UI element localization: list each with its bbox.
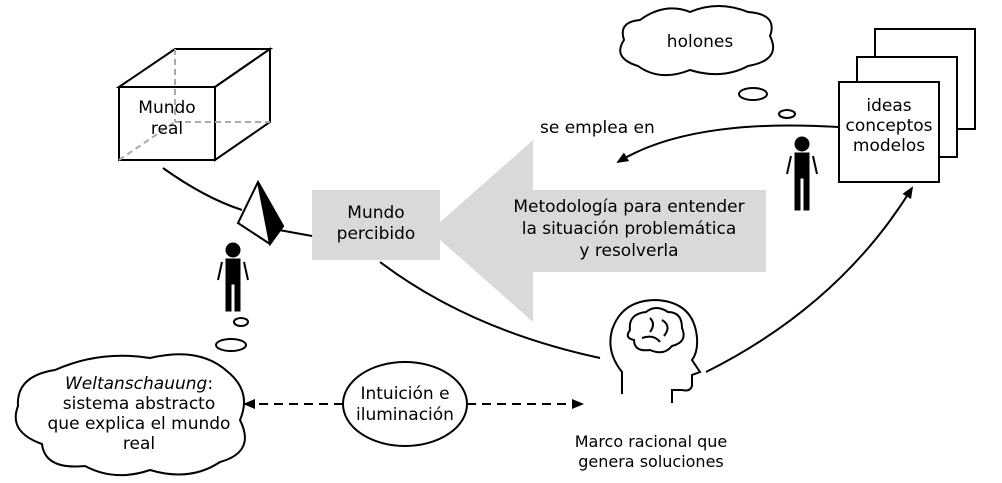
rational-frame-line1: Marco racional que [574, 432, 728, 451]
thought-bubble-dot [233, 317, 249, 327]
cube-label-line1: Mundo [138, 98, 196, 118]
weltanschauung-line2: sistema abstracto [62, 394, 216, 414]
models-line2: conceptos [845, 116, 933, 136]
intuition-line2: iluminación [356, 405, 454, 425]
cube-icon [115, 47, 274, 162]
weltanschauung-line4: real [122, 434, 156, 454]
cube-to-prism-line [162, 167, 243, 211]
weltanschauung-label: Weltanschauung: sistema abstracto que ex… [36, 374, 242, 454]
methodology-line3: y resolverla [579, 241, 679, 261]
thought-bubble-dot [215, 338, 247, 352]
thought-bubble-dot [738, 87, 768, 101]
models-line3: modelos [852, 136, 926, 156]
perceived-world-label: Mundo percibido [312, 203, 440, 245]
perceived-to-brain-line [379, 261, 601, 359]
brain-to-models-arrow [705, 186, 914, 373]
uses-in-label: se emplea en [540, 118, 655, 138]
brain-head-icon [609, 298, 702, 403]
stacked-pages-icon [838, 28, 976, 183]
thought-bubble-dot [778, 109, 796, 119]
models-line1: ideas [866, 96, 912, 116]
holons-cloud-shape [619, 5, 775, 77]
weltanschauung-term: Weltanschauung [64, 374, 208, 394]
weltanschauung-cloud-shape [14, 353, 246, 477]
holons-label: holones [666, 32, 734, 52]
perceived-world-line2: percibido [336, 224, 416, 244]
cube-label-line2: real [150, 119, 184, 139]
intuition-line1: Intuición e [360, 384, 450, 404]
models-label: ideas conceptos modelos [839, 96, 939, 156]
perceived-world-box [312, 190, 440, 260]
perceived-world-line1: Mundo [347, 203, 405, 223]
methodology-arrow-shape [430, 140, 766, 322]
models-to-methodology-arrow [616, 124, 839, 164]
rational-frame-line2: genera soluciones [578, 452, 724, 471]
weltanschauung-line3: que explica el mundo [47, 414, 231, 434]
rational-frame-label: Marco racional que genera soluciones [556, 432, 746, 472]
person-icon [217, 242, 249, 312]
person-icon [786, 136, 818, 211]
methodology-label: Metodología para entender la situación p… [494, 196, 764, 262]
cube-label: Mundo real [129, 98, 205, 140]
prism-icon [236, 179, 285, 247]
weltanschauung-line1: Weltanschauung: [36, 374, 242, 394]
weltanschauung-colon: : [207, 374, 214, 394]
methodology-line1: Metodología para entender [513, 197, 745, 217]
intuition-label: Intuición e iluminación [343, 384, 467, 426]
methodology-line2: la situación problemática [521, 219, 737, 239]
